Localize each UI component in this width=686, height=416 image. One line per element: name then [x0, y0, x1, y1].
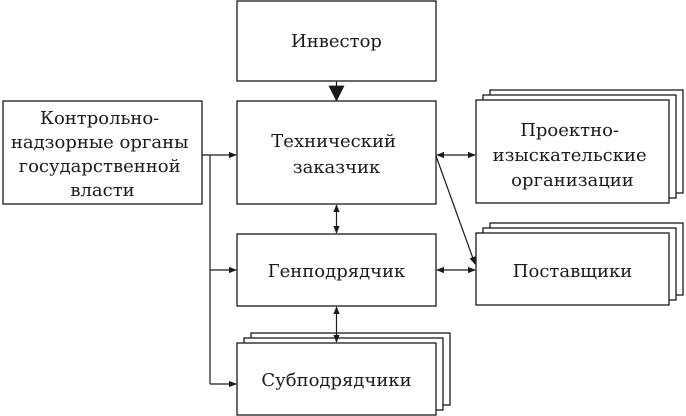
authorities-box: Контрольно- надзорные органы государстве…	[2, 100, 203, 205]
svg-text:Технический заказчик: Технический заказчик	[271, 131, 401, 178]
investor-box: Инвестор	[236, 0, 437, 82]
arrow-customer-suppliers	[435, 155, 476, 265]
suppliers-label: Поставщики	[513, 261, 632, 282]
design-organizations-label-line3: организации	[511, 170, 634, 191]
svg-text:Инвестор: Инвестор	[291, 31, 382, 52]
technical-customer-label-line2: заказчик	[293, 157, 381, 178]
authorities-label-line1: Контрольно-	[40, 108, 159, 129]
svg-text:Проектно- изыскательские: Проектно- изыскательские организации	[493, 120, 653, 191]
svg-text:Субподрядчики: Субподрядчики	[261, 370, 411, 391]
design-organizations-label-line2: изыскательские	[493, 145, 647, 166]
general-contractor-label: Генподрядчик	[268, 261, 406, 282]
authorities-label-line4: власти	[70, 180, 134, 201]
technical-customer-label-line1: Технический	[271, 131, 396, 152]
svg-text:Контрольно- надзорные ор: Контрольно- надзорные органы государстве…	[11, 108, 194, 201]
design-organizations-label-line1: Проектно-	[520, 120, 619, 141]
suppliers-box: Поставщики	[475, 222, 684, 306]
technical-customer-box: Технический заказчик	[236, 100, 437, 205]
subcontractors-box: Субподрядчики	[236, 332, 451, 416]
general-contractor-box: Генподрядчик	[236, 233, 437, 307]
authorities-label-line2: надзорные органы	[11, 132, 189, 153]
design-organizations-box: Проектно- изыскательские организации	[475, 89, 684, 204]
authorities-label-line3: государственной	[19, 156, 181, 177]
svg-text:Генподрядчик: Генподрядчик	[268, 261, 406, 282]
svg-text:Поставщики: Поставщики	[513, 261, 632, 282]
investor-label: Инвестор	[291, 31, 382, 52]
subcontractors-label: Субподрядчики	[261, 370, 411, 391]
